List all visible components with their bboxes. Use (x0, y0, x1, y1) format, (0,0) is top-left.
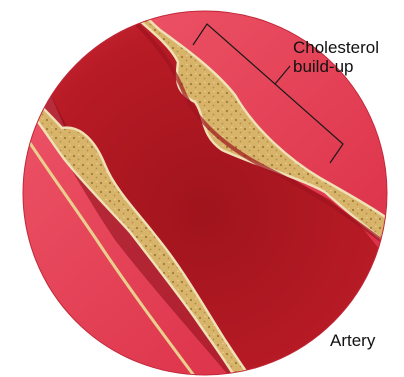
cholesterol-label-line1: Cholesterol (293, 38, 379, 57)
artery-label: Artery (330, 331, 375, 350)
cholesterol-label-line2: build-up (293, 57, 379, 76)
cholesterol-buildup-label: Cholesterol build-up (293, 38, 379, 76)
